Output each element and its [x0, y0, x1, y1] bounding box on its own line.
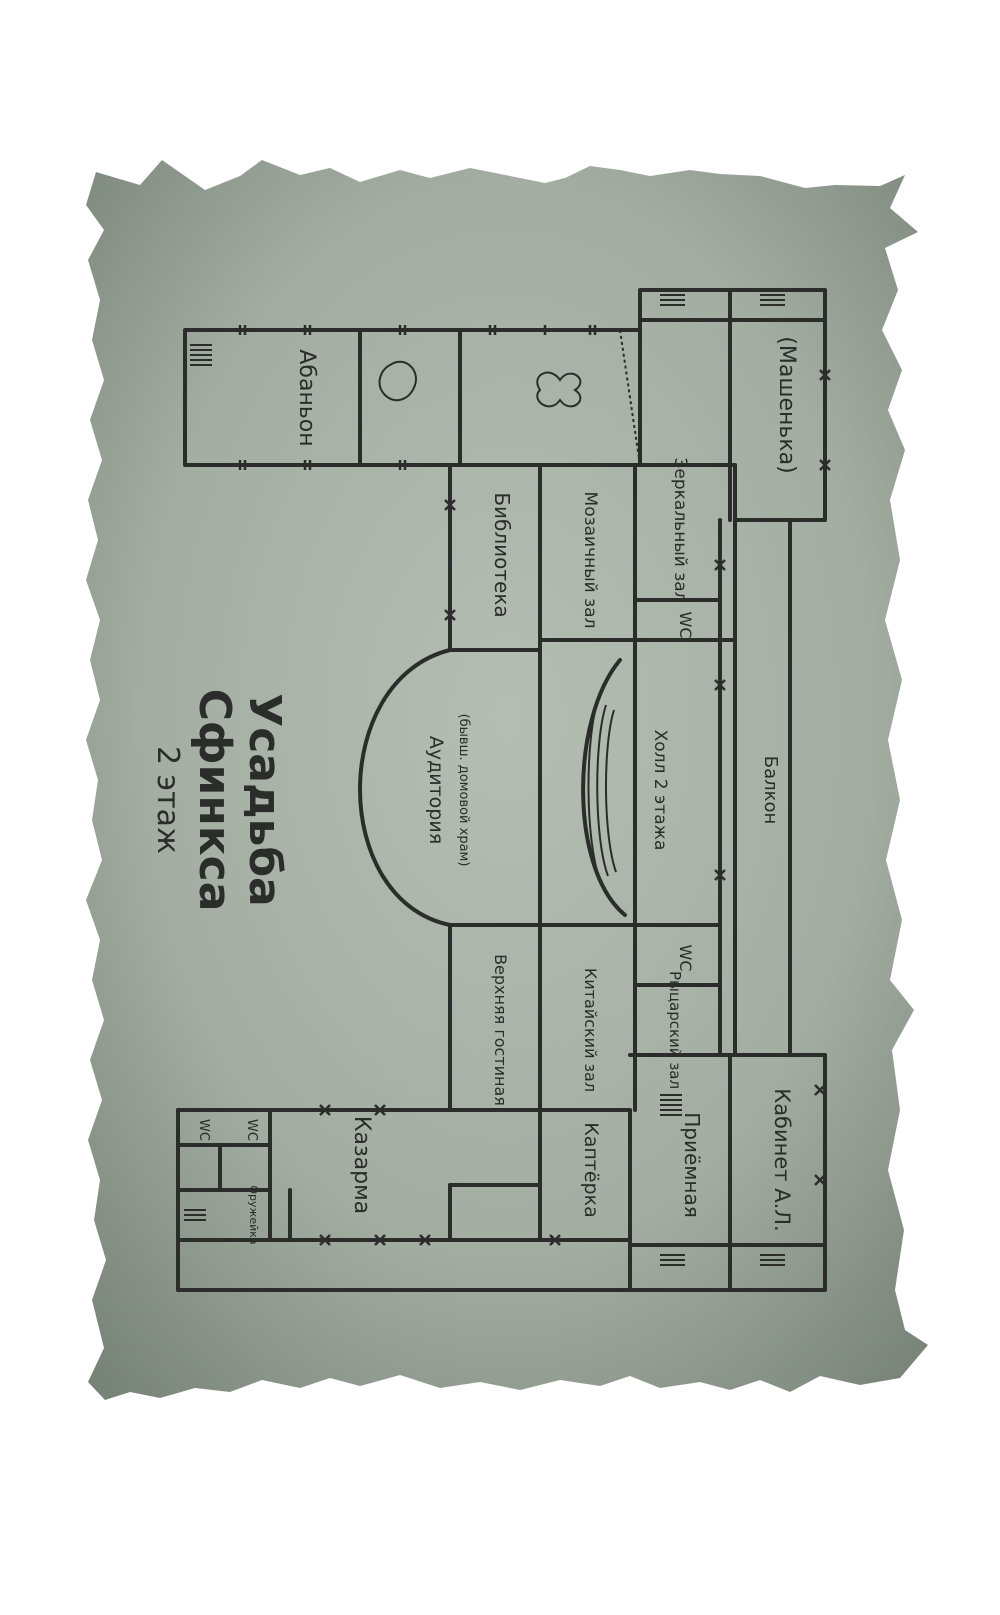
room-kitaisky: Китайский зал	[581, 968, 600, 1092]
floor-plan-walls	[176, 288, 827, 1292]
room-wc-middle: WC	[676, 945, 695, 972]
room-mozaichny: Мозаичный зал	[580, 492, 600, 629]
title-line-1: Усадьба	[239, 693, 290, 906]
title-line-3: 2 этаж	[150, 746, 185, 854]
stairs-icon	[587, 699, 617, 881]
map-title: Усадьба Сфинкса 2 этаж	[150, 689, 290, 912]
parchment	[86, 160, 928, 1400]
footprint-icon	[378, 360, 417, 402]
room-oruzheika: Оружейка	[247, 1185, 260, 1244]
room-verhnyaya-gostinaya: Верхняя гостиная	[491, 954, 510, 1106]
room-abandon: Абаньон	[294, 349, 319, 446]
room-mashenka: (Машенька)	[774, 336, 799, 473]
room-wc-upper: WC	[676, 612, 695, 639]
room-wc-left-1: WC	[196, 1119, 211, 1141]
window-marks	[184, 294, 785, 1266]
room-zerkalny: Зеркальный зал	[670, 457, 690, 602]
room-biblioteka: Библиотека	[490, 492, 514, 617]
flower-icon	[536, 371, 582, 408]
room-balkon: Балкон	[760, 756, 781, 825]
room-priyomnaya: Приёмная	[680, 1112, 704, 1218]
room-kazarma: Казарма	[349, 1116, 374, 1214]
door-marks	[238, 325, 831, 1246]
room-kaptyorka: Каптёрка	[580, 1122, 602, 1218]
room-rytsarsky: Рыцарский зал	[666, 971, 684, 1089]
room-holl: Холл 2 этажа	[650, 730, 670, 851]
room-wc-left-2: WC	[244, 1119, 259, 1141]
room-kabinet: Кабинет А.Л.	[770, 1088, 794, 1231]
room-auditoria-note: (бывш. домовой храм)	[456, 714, 471, 867]
room-auditoria: Аудитория	[425, 736, 447, 844]
title-line-2: Сфинкса	[189, 689, 240, 912]
